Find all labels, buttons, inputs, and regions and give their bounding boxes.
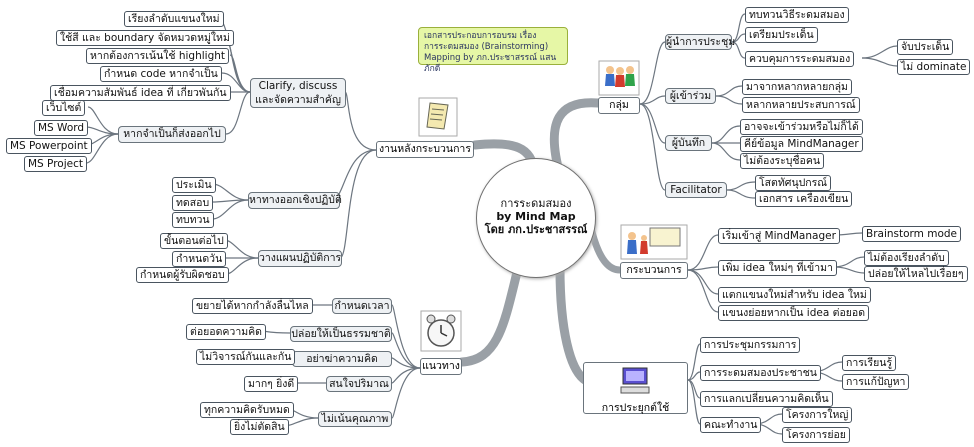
export-ms-powerpoint[interactable]: MS Powerpoint [6,138,92,154]
tools-topic[interactable]: Facilitator [665,182,727,198]
application-item-1[interactable]: การประชุมกรรมการ [700,337,801,353]
guideline-no-quality-label: ไม่เน้นคุณภาพ [321,413,389,425]
application-item-2[interactable]: การระดมสมองประชาชน [700,365,821,381]
guideline-no-kill-label: อย่าฆ่าความคิด [306,353,378,365]
clarify-item-2[interactable]: ใช้สี และ boundary จัดหมวดหมู่ใหม่ [56,30,234,46]
clarify-label-1: Clarify, discuss [258,80,338,92]
central-author: โดย ภก.ประชาสรรณ์ [484,223,588,236]
guideline-quantity-item[interactable]: มากๆ ยิ่งดี [244,376,299,392]
central-title-thai: การระดมสมอง [500,197,572,210]
tools-label: Facilitator [670,184,722,196]
topic-guideline[interactable]: แนวทาง [420,358,462,375]
process-item-2[interactable]: เพิ่ม idea ใหม่ๆ ที่เข้ามา [718,260,837,276]
recorder-item-2[interactable]: คีย์ข้อมูล MindManager [740,136,863,152]
export-ms-word[interactable]: MS Word [34,120,89,136]
participants-item-2[interactable]: หลากหลายประสบการณ์ [742,97,860,113]
export-ms-project[interactable]: MS Project [24,156,87,172]
application-item-4-sub-2[interactable]: โครงการย่อย [782,427,850,443]
plan-topic[interactable]: วางแผนปฏิบัติการ [258,250,342,267]
topic-process[interactable]: กระบวนการ [620,262,688,279]
recorder-item-1[interactable]: อาจจะเข้าร่วมหรือไม่ก็ได้ [740,119,863,135]
application-item-2-sub-2[interactable]: การแก้ปัญหา [842,374,910,390]
guideline-timebox-item[interactable]: ขยายได้หากกำลังลื่นไหล [192,298,313,314]
process-item-2-sub-2[interactable]: ปล่อยให้ไหลไปเรื่อยๆ [864,266,968,282]
export-topic[interactable]: หากจำเป็นก็ส่งออกไป [118,126,226,143]
presentation-icon [620,224,688,260]
tools-item-2[interactable]: เอกสาร เครื่องเขียน [755,191,853,207]
process-item-4[interactable]: แขนงย่อยหากเป็น idea ต่อยอด [718,305,870,321]
plan-set-date[interactable]: กำหนดวัน [172,251,227,267]
participants-label: ผู้เข้าร่วม [669,90,712,102]
guideline-natural[interactable]: ปล่อยให้เป็นธรรมชาติ [290,326,392,342]
participants-topic[interactable]: ผู้เข้าร่วม [665,88,716,104]
application-item-2-sub-1[interactable]: การเรียนรู้ [842,355,897,371]
participants-item-1[interactable]: มาจากหลากหลายกลุ่ม [742,79,852,95]
clarify-item-3[interactable]: หากต้องการเน้นใช้ highlight [86,48,230,64]
plan-label: วางแผนปฏิบัติการ [259,252,342,264]
tools-item-1[interactable]: โสตทัศนุปกรณ์ [755,175,832,191]
plan-next-step[interactable]: ขั้นตอนต่อไป [160,233,228,249]
export-website[interactable]: เว็บไซต์ [42,100,86,116]
facilitator-item-1[interactable]: ทบทวนวิธีระดมสมอง [745,7,849,23]
clarify-topic[interactable]: Clarify, discuss และจัดความสำคัญ [250,78,346,108]
guideline-no-quality-item-2[interactable]: ยิ่งไม่ตัดสิน [230,419,289,435]
document-note: เอกสารประกอบการอบรม เรื่อง การระดมสมอง (… [418,27,568,74]
topic-application[interactable]: การประยุกต์ใช้ [583,362,688,414]
central-title-mindmap: by Mind Map [496,210,576,223]
recorder-item-3[interactable]: ไม่ต้องระบุชื่อคน [740,153,825,169]
process-item-3[interactable]: แตกแขนงใหม่สำหรับ idea ใหม่ [718,287,871,303]
guideline-natural-label: ปล่อยให้เป็นธรรมชาติ [291,328,391,340]
guideline-no-quality-item-1[interactable]: ทุกความคิดรับหมด [200,402,294,418]
export-label: หากจำเป็นก็ส่งออกไป [123,128,221,140]
facilitator-item-3[interactable]: ควบคุมการระดมสมอง [745,51,855,67]
application-item-4[interactable]: คณะทำงาน [700,417,762,433]
topic-group[interactable]: กลุ่ม [598,97,640,114]
facilitator-sub-2[interactable]: ไม่ dominate [897,59,971,75]
topic-post-process-label: งานหลังกระบวนการ [379,143,471,155]
topic-application-label: การประยุกต์ใช้ [601,402,670,414]
guideline-quantity-label: สนใจปริมาณ [329,378,389,390]
clarify-item-1[interactable]: เรียงลำดับแขนงใหม่ [124,11,224,27]
guideline-natural-item[interactable]: ต่อยอดความคิด [186,324,266,340]
document-icon [418,97,458,137]
recorder-topic[interactable]: ผู้บันทึก [665,135,712,151]
topic-guideline-label: แนวทาง [422,360,460,372]
people-group-icon [598,60,640,96]
topic-post-process[interactable]: งานหลังกระบวนการ [376,141,474,158]
guideline-no-kill[interactable]: อย่าฆ่าความคิด [292,351,392,367]
note-line-2: การระดมสมอง (Brainstorming) [424,42,549,52]
note-line-1: เอกสารประกอบการอบรม เรื่อง [424,31,537,41]
application-item-3[interactable]: การแลกเปลี่ยนความคิดเห็น [700,391,833,407]
alarm-clock-icon [420,310,462,352]
note-line-3: Mapping by ภก.ประชาสรรณ์ แสนภักดี [424,53,557,74]
facilitator-topic[interactable]: ผู้นำการประชุม [665,34,736,50]
topic-group-label: กลุ่ม [609,99,629,111]
guideline-no-kill-item[interactable]: ไม่วิจารณ์กันและกัน [196,349,296,365]
guideline-timebox-label: กำหนดเวลา [334,300,390,312]
facilitator-sub-1[interactable]: จับประเด็น [897,39,954,55]
process-item-1-sub[interactable]: Brainstorm mode [862,226,962,242]
facilitator-item-2[interactable]: เตรียมประเด็น [745,27,818,43]
central-topic[interactable]: การระดมสมอง by Mind Map โดย ภก.ประชาสรรณ… [476,158,596,278]
topic-process-label: กระบวนการ [626,264,682,276]
computer-icon [619,366,653,396]
practical-test[interactable]: ทดสอบ [172,195,214,211]
practical-topic[interactable]: หาทางออกเชิงปฏิบัติ [248,192,342,209]
guideline-quantity[interactable]: สนใจปริมาณ [326,376,392,392]
process-item-2-sub-1[interactable]: ไม่ต้องเรียงลำดับ [864,250,949,266]
recorder-label: ผู้บันทึก [671,137,706,149]
practical-label: หาทางออกเชิงปฏิบัติ [249,194,342,206]
guideline-no-quality[interactable]: ไม่เน้นคุณภาพ [318,411,392,427]
practical-evaluate[interactable]: ประเมิน [172,177,216,193]
process-item-1[interactable]: เริ่มเข้าสู่ MindManager [718,228,840,244]
clarify-label-2: และจัดความสำคัญ [255,94,341,106]
clarify-item-4[interactable]: กำหนด code หากจำเป็น [100,66,222,82]
clarify-item-5[interactable]: เชื่อมความสัมพันธ์ idea ที่ เกี่ยวพันกัน [50,85,231,101]
application-item-4-sub-1[interactable]: โครงการใหญ่ [782,407,853,423]
facilitator-label: ผู้นำการประชุม [666,36,736,48]
practical-review[interactable]: ทบทวน [172,212,214,228]
guideline-timebox[interactable]: กำหนดเวลา [332,298,392,314]
plan-owner[interactable]: กำหนดผู้รับผิดชอบ [136,267,229,283]
